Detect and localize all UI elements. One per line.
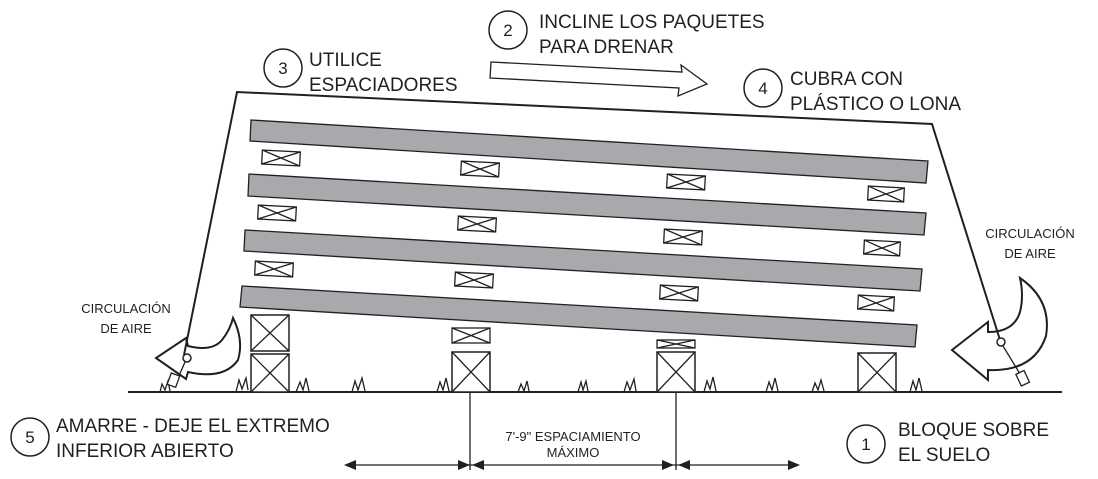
spacing-line-2: MÁXIMO [547, 445, 600, 460]
step-4-line-1: CUBRA CON [790, 69, 903, 90]
spacer [866, 185, 906, 203]
step-5-line-2: INFERIOR ABIERTO [56, 441, 234, 462]
spacer [459, 160, 501, 178]
spacer [253, 260, 295, 278]
spacer [453, 271, 495, 289]
block [857, 352, 897, 393]
step-2-number: 2 [503, 21, 512, 40]
step-2-line-2: PARA DRENAR [539, 37, 674, 58]
step-3-line-2: ESPACIADORES [309, 75, 458, 96]
spacer [260, 149, 302, 167]
air-left-line-1: CIRCULACIÓN [81, 301, 171, 316]
spacer-row [260, 149, 906, 203]
air-arrow-right [950, 275, 1048, 383]
board [249, 119, 929, 184]
step-3-number: 3 [278, 59, 287, 78]
step-1-line-1: BLOQUE SOBRE [898, 420, 1049, 441]
step-2-circle [488, 10, 528, 50]
support-blocks [250, 314, 897, 393]
tarp-cover [183, 90, 1001, 356]
step-5-circle [10, 417, 50, 457]
spacer [862, 239, 902, 257]
spacer [656, 339, 696, 349]
block [250, 314, 290, 352]
step-2-line-1: INCLINE LOS PAQUETES [539, 12, 765, 33]
spacer [658, 284, 700, 302]
spacer [456, 215, 498, 233]
step-2-label: 2 INCLINE LOS PAQUETES PARA DRENAR [488, 10, 765, 58]
step-1-label: 1 BLOQUE SOBRE EL SUELO [846, 420, 1049, 466]
step-5-label: 5 AMARRE - DEJE EL EXTREMO INFERIOR ABIE… [10, 416, 330, 462]
step-4-circle [743, 68, 783, 108]
board [247, 173, 927, 236]
spacer-row [253, 260, 896, 312]
step-5-line-1: AMARRE - DEJE EL EXTREMO [56, 416, 330, 437]
spacing-line-1: 7'-9" ESPACIAMIENTO [505, 429, 640, 444]
spacing-dimension [344, 392, 800, 470]
step-5-number: 5 [25, 428, 34, 447]
air-left-line-2: DE AIRE [100, 321, 152, 336]
step-3-circle [263, 48, 303, 88]
board [243, 229, 923, 292]
air-arrow-left [154, 315, 242, 381]
spacer [256, 204, 298, 222]
step-4-number: 4 [758, 79, 767, 98]
spacer [451, 327, 491, 344]
step-1-circle [846, 424, 886, 464]
tie-down-left [166, 353, 192, 389]
spacer [662, 228, 704, 246]
tie-down-right [996, 337, 1031, 387]
step-4-label: 4 CUBRA CON PLÁSTICO O LONA [743, 68, 961, 115]
air-right-line-2: DE AIRE [1004, 246, 1056, 261]
step-1-line-2: EL SUELO [898, 445, 990, 466]
spacer-row [256, 204, 902, 257]
lumber-boards [239, 119, 929, 348]
tilt-arrow [489, 61, 709, 98]
board [239, 285, 918, 348]
step-3-label: 3 UTILICE ESPACIADORES [263, 48, 458, 96]
block [250, 353, 290, 393]
block [451, 351, 491, 393]
step-3-line-1: UTILICE [309, 50, 382, 71]
block [656, 351, 696, 393]
step-4-line-2: PLÁSTICO O LONA [790, 94, 961, 115]
air-right-line-1: CIRCULACIÓN [985, 226, 1075, 241]
step-1-number: 1 [861, 435, 870, 454]
spacer [665, 173, 707, 191]
spacer [856, 294, 896, 312]
